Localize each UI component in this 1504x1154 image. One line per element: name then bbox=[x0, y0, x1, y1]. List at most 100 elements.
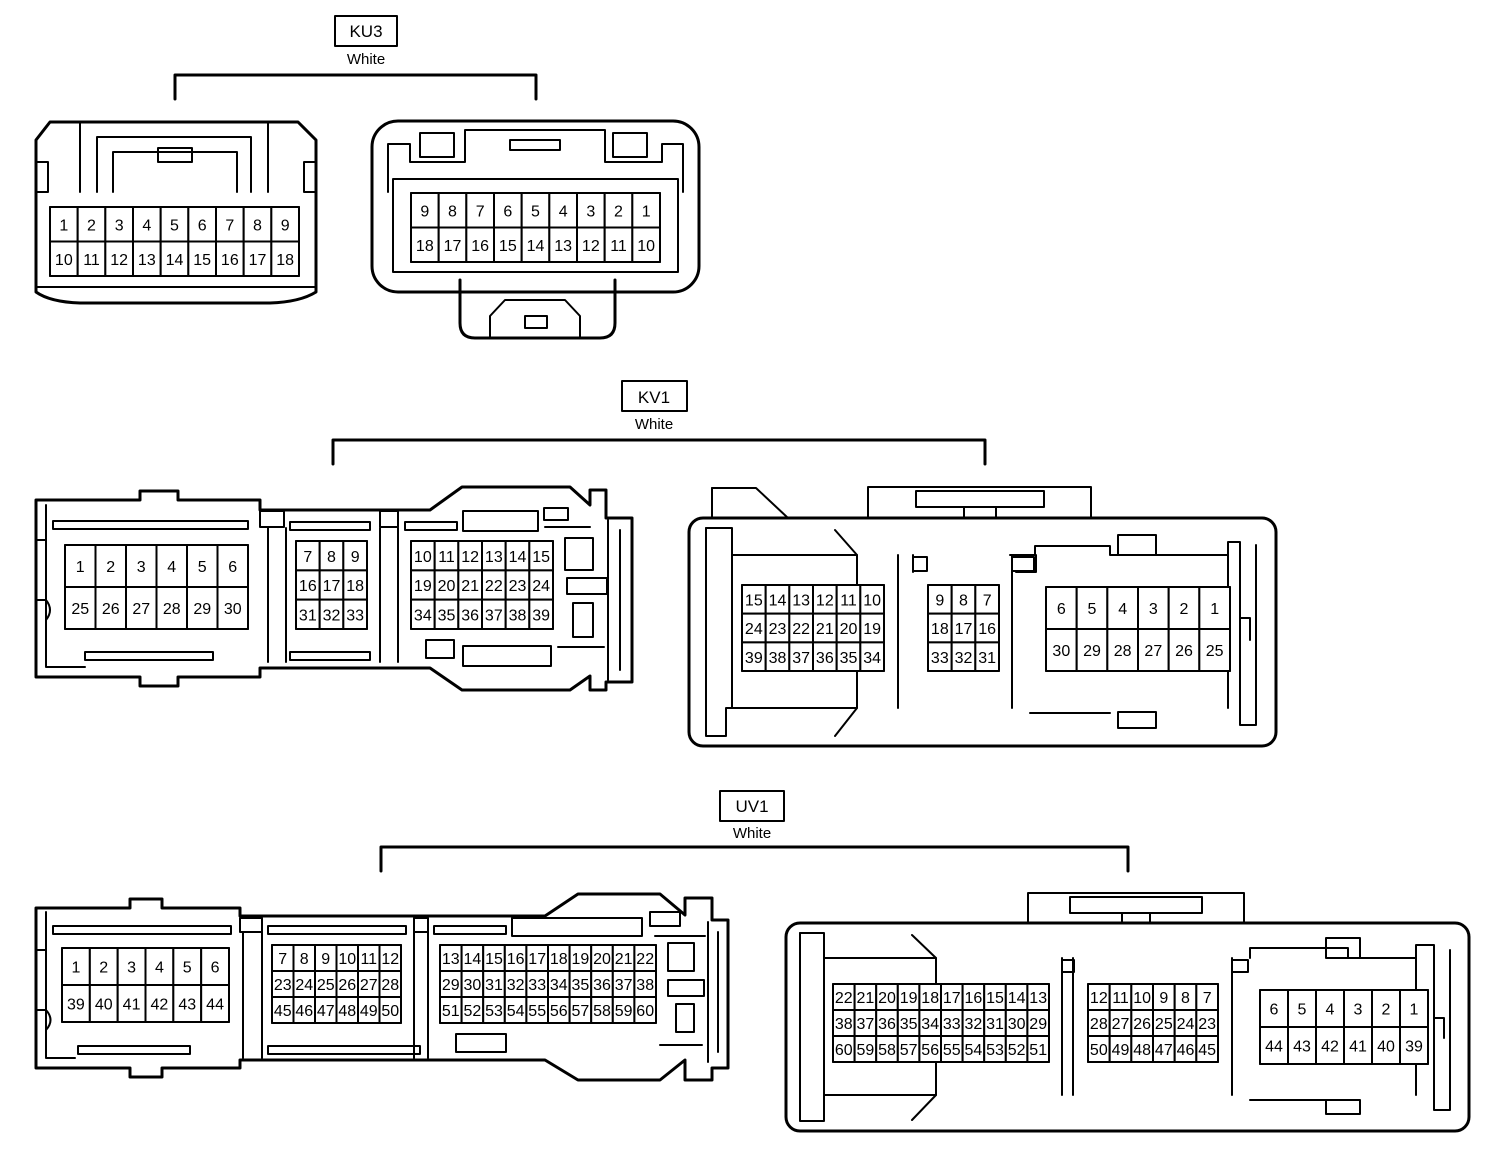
pin-number: 8 bbox=[300, 951, 309, 968]
pin-number: 45 bbox=[1198, 1042, 1216, 1059]
pin-number: 15 bbox=[485, 951, 503, 968]
pin-cell bbox=[1198, 628, 1232, 672]
pin-number: 24 bbox=[1177, 1016, 1195, 1033]
pin-number: 31 bbox=[986, 1016, 1004, 1033]
pin-number: 47 bbox=[1155, 1042, 1173, 1059]
pin-number: 45 bbox=[274, 1003, 292, 1020]
pin-number: 40 bbox=[95, 997, 113, 1014]
pin-number: 2 bbox=[1382, 1002, 1391, 1019]
pin-number: 25 bbox=[317, 977, 335, 994]
pin-number: 33 bbox=[931, 650, 949, 667]
pin-number: 26 bbox=[102, 601, 120, 618]
pin-number: 23 bbox=[509, 578, 527, 595]
pin-number: 36 bbox=[593, 977, 611, 994]
pin-number: 25 bbox=[1206, 643, 1224, 660]
pin-number: 3 bbox=[586, 203, 595, 220]
pin-number: 22 bbox=[636, 951, 654, 968]
pin-number: 35 bbox=[572, 977, 590, 994]
pin-number: 20 bbox=[878, 990, 896, 1007]
pin-cell bbox=[186, 586, 219, 630]
pin-number: 1 bbox=[76, 559, 85, 576]
pin-number: 15 bbox=[986, 990, 1004, 1007]
pin-number: 22 bbox=[792, 621, 810, 638]
pin-number: 17 bbox=[444, 238, 462, 255]
pin-number: 36 bbox=[816, 650, 834, 667]
pin-cell bbox=[1371, 1026, 1401, 1065]
pin-number: 27 bbox=[1144, 643, 1162, 660]
pin-number: 3 bbox=[137, 559, 146, 576]
pin-number: 55 bbox=[943, 1042, 961, 1059]
pin-number: 14 bbox=[509, 549, 527, 566]
pin-cell bbox=[1399, 1026, 1429, 1065]
pin-number: 14 bbox=[166, 252, 184, 269]
pin-number: 54 bbox=[965, 1042, 983, 1059]
pin-number: 15 bbox=[745, 592, 763, 609]
pin-number: 11 bbox=[1112, 990, 1129, 1007]
pin-number: 39 bbox=[532, 607, 550, 624]
pin-cell bbox=[1195, 1035, 1220, 1063]
pin-number: 19 bbox=[572, 951, 590, 968]
pin-number: 14 bbox=[464, 951, 482, 968]
pin-number: 4 bbox=[167, 559, 176, 576]
pin-number: 57 bbox=[900, 1042, 918, 1059]
pin-number: 39 bbox=[67, 997, 85, 1014]
pin-number: 23 bbox=[274, 977, 292, 994]
pin-number: 26 bbox=[1175, 643, 1193, 660]
bracket-ku3 bbox=[173, 73, 538, 101]
pin-number: 2 bbox=[99, 960, 108, 977]
housing-kv1-side-b bbox=[687, 486, 1278, 748]
pin-number: 4 bbox=[142, 217, 151, 234]
pin-number: 12 bbox=[582, 238, 600, 255]
connector-code-ku3: KU3 bbox=[349, 22, 382, 41]
pin-cell bbox=[1343, 1026, 1373, 1065]
pin-number: 46 bbox=[295, 1003, 313, 1020]
pin-number: 5 bbox=[170, 217, 179, 234]
pin-number: 25 bbox=[1155, 1016, 1173, 1033]
pin-number: 8 bbox=[1181, 990, 1190, 1007]
connector-label-box-uv1 bbox=[719, 790, 785, 822]
bracket-kv1 bbox=[331, 438, 987, 466]
pin-number: 3 bbox=[115, 217, 124, 234]
pin-number: 10 bbox=[637, 238, 655, 255]
pin-number: 21 bbox=[816, 621, 834, 638]
pin-number: 55 bbox=[528, 1003, 546, 1020]
pin-number: 32 bbox=[965, 1016, 983, 1033]
pin-number: 31 bbox=[485, 977, 503, 994]
connector-color-ku3: White bbox=[347, 51, 385, 68]
housing-uv1-side-a bbox=[34, 892, 730, 1082]
pin-number: 18 bbox=[550, 951, 568, 968]
pin-number: 31 bbox=[978, 650, 996, 667]
pin-number: 2 bbox=[106, 559, 115, 576]
pin-number: 13 bbox=[442, 951, 460, 968]
pin-cell bbox=[1259, 989, 1289, 1028]
pin-number: 57 bbox=[572, 1003, 590, 1020]
pin-number: 14 bbox=[527, 238, 545, 255]
pin-number: 9 bbox=[420, 203, 429, 220]
pin-number: 32 bbox=[323, 607, 341, 624]
pin-number: 20 bbox=[438, 578, 456, 595]
pin-number: 35 bbox=[438, 607, 456, 624]
pin-number: 13 bbox=[138, 252, 156, 269]
pin-number: 49 bbox=[1112, 1042, 1130, 1059]
pin-number: 12 bbox=[110, 252, 128, 269]
pin-number: 7 bbox=[983, 592, 992, 609]
pin-number: 4 bbox=[559, 203, 568, 220]
pin-number: 49 bbox=[360, 1003, 378, 1020]
pin-cell bbox=[974, 641, 1000, 672]
pin-cell bbox=[1198, 586, 1232, 630]
pin-cell bbox=[94, 586, 127, 630]
pin-number: 60 bbox=[636, 1003, 654, 1020]
housing-kv1-side-a bbox=[34, 485, 634, 692]
pin-number: 7 bbox=[225, 217, 234, 234]
pin-number: 31 bbox=[299, 607, 317, 624]
pin-number: 5 bbox=[1088, 601, 1097, 618]
pin-number: 18 bbox=[921, 990, 939, 1007]
pin-cell bbox=[410, 226, 440, 263]
pin-cell bbox=[49, 240, 79, 277]
connector-kv1: KV1 White bbox=[34, 380, 1278, 748]
pin-number: 28 bbox=[163, 601, 181, 618]
